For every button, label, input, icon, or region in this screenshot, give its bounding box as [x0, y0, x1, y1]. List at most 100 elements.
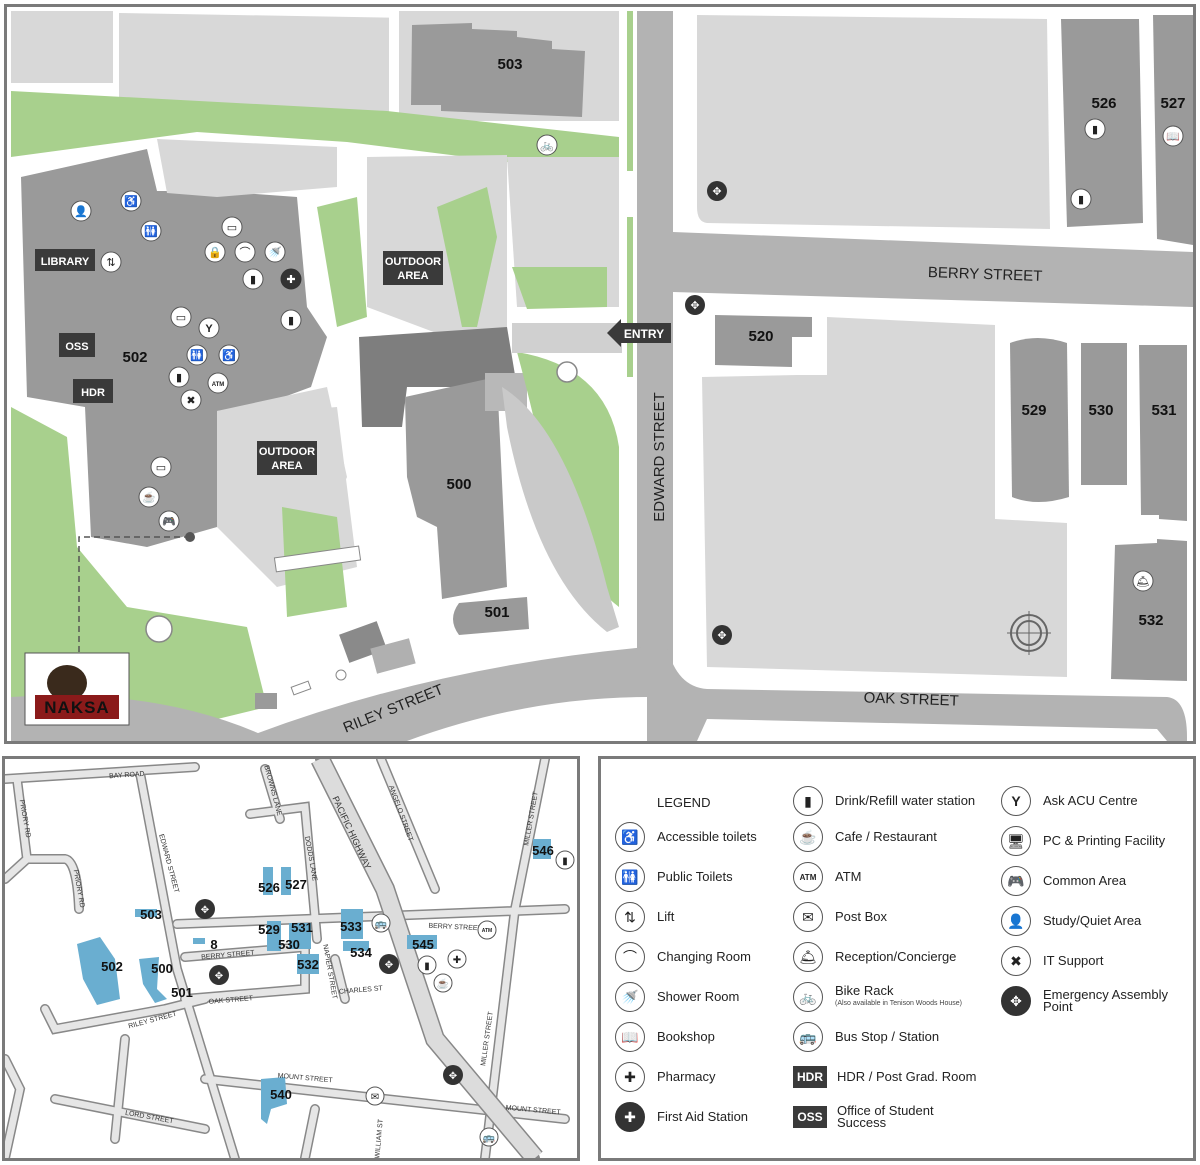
legend-title: LEGEND [657, 795, 711, 810]
first-aid-icon: ✚ [615, 1102, 645, 1132]
bike-rack-icon[interactable]: 🚲 [536, 134, 558, 156]
svg-text:▮: ▮ [288, 315, 294, 327]
svg-text:AREA: AREA [397, 270, 428, 282]
atm-icon[interactable]: ATM [477, 920, 497, 940]
first-aid-icon[interactable]: ✚ [280, 268, 302, 290]
bookshop-icon: 📖 [615, 1022, 645, 1052]
study-area-icon: 👤 [1001, 906, 1031, 936]
street-label-edward: EDWARD STREET [651, 392, 668, 521]
building-label-526: 526 [1091, 95, 1116, 112]
water-station-icon[interactable]: ▮ [1070, 188, 1092, 210]
svg-text:⌒: ⌒ [240, 246, 251, 259]
ask-acu-icon: Y [1001, 786, 1031, 816]
lift-icon[interactable]: ⇅ [100, 251, 122, 273]
svg-text:MOUNT STREET: MOUNT STREET [277, 1073, 333, 1085]
inset-label-526: 526 [258, 880, 280, 895]
svg-text:▭: ▭ [227, 222, 237, 234]
svg-text:⇅: ⇅ [106, 257, 115, 269]
emergency-assembly-icon[interactable]: ✥ [712, 625, 732, 645]
outdoor-area-tag-1: OUTDOOR AREA [383, 251, 443, 285]
accessible-toilets-icon[interactable]: ♿ [120, 190, 142, 212]
changing-room-icon[interactable]: ⌒ [234, 241, 256, 263]
svg-text:CHARLES ST: CHARLES ST [339, 985, 384, 996]
emergency-assembly-icon[interactable]: ✥ [443, 1065, 463, 1085]
atm-icon[interactable]: ATM [207, 372, 229, 394]
bus-stop-icon[interactable]: 🚌 [371, 913, 391, 933]
water-station-icon[interactable]: ▮ [280, 309, 302, 331]
post-box-icon[interactable]: ✉ [365, 1086, 385, 1106]
pharmacy-icon[interactable]: ✚ [447, 949, 467, 969]
cafe-icon[interactable]: ☕ [138, 486, 160, 508]
water-station-icon[interactable]: ▮ [555, 850, 575, 870]
svg-text:✉: ✉ [371, 1092, 379, 1103]
pc-printing-icon[interactable]: ▭ [150, 456, 172, 478]
building-501 [453, 597, 529, 635]
legend-item-study-area: 👤Study/Quiet Area [1001, 905, 1141, 937]
water-station-icon[interactable]: ▮ [417, 955, 437, 975]
public-toilets-icon[interactable]: 🚻 [186, 344, 208, 366]
reception-icon[interactable]: 🛎 [1132, 570, 1154, 592]
area-overview-map[interactable]: 503 502 500 501 8 526 527 529 530 531 53… [2, 756, 580, 1161]
bookshop-icon[interactable]: 📖 [1162, 125, 1184, 147]
svg-text:🚲: 🚲 [540, 140, 554, 152]
pc-printing-icon[interactable]: ▭ [221, 216, 243, 238]
water-station-icon[interactable]: ▮ [168, 366, 190, 388]
legend-item-bus-stop: 🚌Bus Stop / Station [793, 1021, 939, 1053]
inset-label-534: 534 [350, 945, 372, 960]
bus-stop-icon[interactable]: 🚌 [479, 1127, 499, 1147]
cafe-icon[interactable]: ☕ [433, 973, 453, 993]
legend-item-emergency-assembly: ✥Emergency Assembly Point [1001, 985, 1173, 1017]
inset-label-503: 503 [140, 907, 162, 922]
building-label-529: 529 [1021, 402, 1046, 419]
bike-rack-icon: 🚲 [793, 982, 823, 1012]
lift-icon: ⇅ [615, 902, 645, 932]
accessible-toilets-icon[interactable]: ♿ [218, 344, 240, 366]
emergency-assembly-icon[interactable]: ✥ [379, 954, 399, 974]
common-area-icon[interactable]: 🎮 [158, 510, 180, 532]
inset-label-533: 533 [340, 919, 362, 934]
pc-printing-icon[interactable]: ▭ [170, 306, 192, 328]
water-station-icon[interactable]: ▮ [242, 268, 264, 290]
ask-acu-icon[interactable]: Y [198, 317, 220, 339]
inset-label-540: 540 [270, 1087, 292, 1102]
water-station-icon: ▮ [793, 786, 823, 816]
outdoor-area-tag-2: OUTDOOR AREA [257, 441, 317, 475]
svg-text:🛎: 🛎 [1136, 576, 1150, 588]
svg-text:▮: ▮ [424, 961, 430, 972]
water-station-icon[interactable]: ▮ [1084, 118, 1106, 140]
legend-item-public-toilets: 🚻Public Toilets [615, 861, 733, 893]
svg-text:BERRY STREET: BERRY STREET [428, 923, 482, 933]
inset-label-531: 531 [291, 920, 313, 935]
lock-icon[interactable]: 🔒 [204, 241, 226, 263]
inset-label-532: 532 [297, 957, 319, 972]
svg-text:✚: ✚ [286, 274, 295, 286]
inset-label-502: 502 [101, 959, 123, 974]
shower-icon[interactable]: 🚿 [264, 241, 286, 263]
emergency-assembly-icon[interactable]: ✥ [685, 295, 705, 315]
legend-item-post-box: ✉Post Box [793, 901, 887, 933]
svg-text:Y: Y [205, 323, 213, 335]
legend-item-water-station: ▮Drink/Refill water station [793, 785, 975, 817]
public-toilets-icon[interactable]: 🚻 [140, 220, 162, 242]
naksa-logo: NAKSA [24, 652, 130, 726]
building-530 [1081, 343, 1127, 485]
building-500 [405, 377, 507, 599]
atm-icon: ATM [793, 862, 823, 892]
svg-text:✥: ✥ [712, 186, 721, 198]
study-area-icon[interactable]: 👤 [70, 200, 92, 222]
legend-item-bike-rack: 🚲Bike Rack(Also available in Tenison Woo… [793, 981, 962, 1013]
emergency-assembly-icon[interactable]: ✥ [209, 965, 229, 985]
emergency-assembly-icon[interactable]: ✥ [195, 899, 215, 919]
emergency-assembly-icon[interactable]: ✥ [707, 181, 727, 201]
library-tag: LIBRARY [35, 249, 95, 271]
svg-text:☕: ☕ [142, 490, 156, 504]
building-label-500: 500 [446, 476, 471, 493]
legend-item-lift: ⇅Lift [615, 901, 674, 933]
svg-text:ATM: ATM [212, 382, 225, 388]
campus-map[interactable]: 503 526 527 502 520 500 501 529 530 531 … [4, 4, 1196, 744]
pc-printing-icon: 🖥 [1001, 826, 1031, 856]
it-support-icon[interactable]: ✖ [180, 389, 202, 411]
